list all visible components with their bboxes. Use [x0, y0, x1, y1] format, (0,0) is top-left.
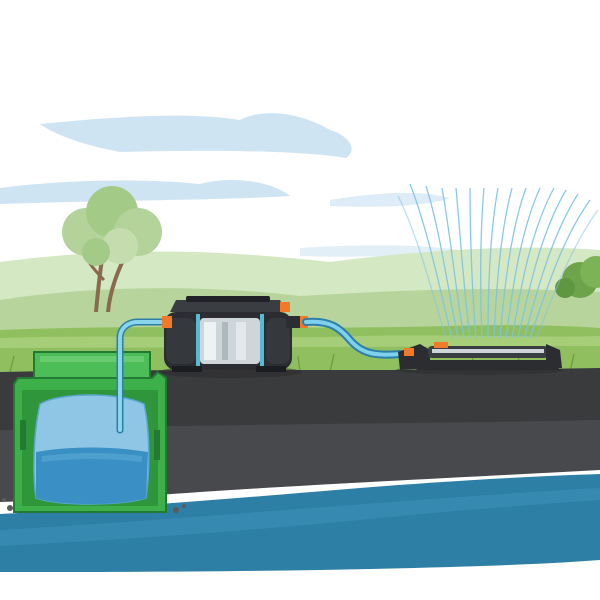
- oscillating-sprinkler: [396, 342, 564, 375]
- cloud: [0, 180, 290, 204]
- groundwater-highlight: [0, 488, 600, 546]
- tank-rim: [33, 351, 151, 379]
- cloud: [40, 113, 352, 158]
- pebbles: [2, 498, 186, 513]
- sprinkler-spray: [397, 183, 599, 339]
- grass-highlight: [0, 335, 600, 348]
- underground-water-tank: [13, 351, 167, 513]
- cloud: [330, 192, 450, 207]
- bush: [555, 256, 600, 298]
- tree: [62, 186, 162, 313]
- garden-pump: [158, 296, 308, 378]
- clouds: [0, 113, 460, 257]
